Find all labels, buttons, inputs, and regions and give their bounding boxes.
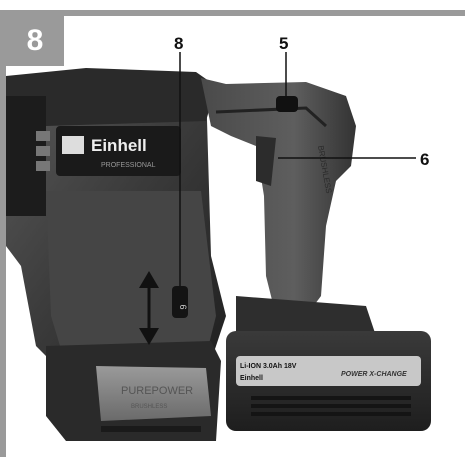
rear-handle <box>201 78 356 316</box>
direction-switch-mark: 6 <box>178 304 188 309</box>
vent-slot-1 <box>36 131 50 141</box>
figure-number-badge: 8 <box>6 16 64 66</box>
battery-grip-ridges <box>251 396 411 416</box>
callout-6: 6 <box>420 150 430 169</box>
battery-spec-text: Li-ION 3.0Ah 18V <box>240 363 297 370</box>
brand-text: Einhell <box>91 136 147 155</box>
direction-switch <box>172 286 188 318</box>
base-foot-rim <box>101 426 201 432</box>
battery-label-text: POWER X-CHANGE <box>341 371 407 378</box>
sub-brand-text: PROFESSIONAL <box>101 162 156 169</box>
base-sublabel: BRUSHLESS <box>131 404 167 410</box>
battery-brand-text: Einhell <box>240 375 263 382</box>
brand-plate <box>56 126 181 176</box>
frame-top-bar <box>0 10 465 16</box>
battery-label-strip <box>236 356 421 386</box>
handle-seam <box>215 106 328 128</box>
frame-left-bar <box>0 10 6 457</box>
trigger <box>256 136 276 186</box>
callout-8: 8 <box>174 34 184 53</box>
vent-slot-2 <box>36 146 50 156</box>
lock-on-button <box>276 96 298 112</box>
base-plate <box>96 366 211 421</box>
callout-5: 5 <box>279 34 289 53</box>
top-housing <box>6 68 216 128</box>
up-down-arrow-icon <box>139 271 159 345</box>
base-label: PUREPOWER <box>121 385 193 397</box>
vent-slot-3 <box>36 161 50 171</box>
battery-mount <box>236 296 376 341</box>
product-photo: Einhell PROFESSIONAL BRUSHLESS Li-ION 3.… <box>6 52 431 441</box>
brand-logo-icon <box>62 136 84 154</box>
lower-body <box>46 191 216 366</box>
